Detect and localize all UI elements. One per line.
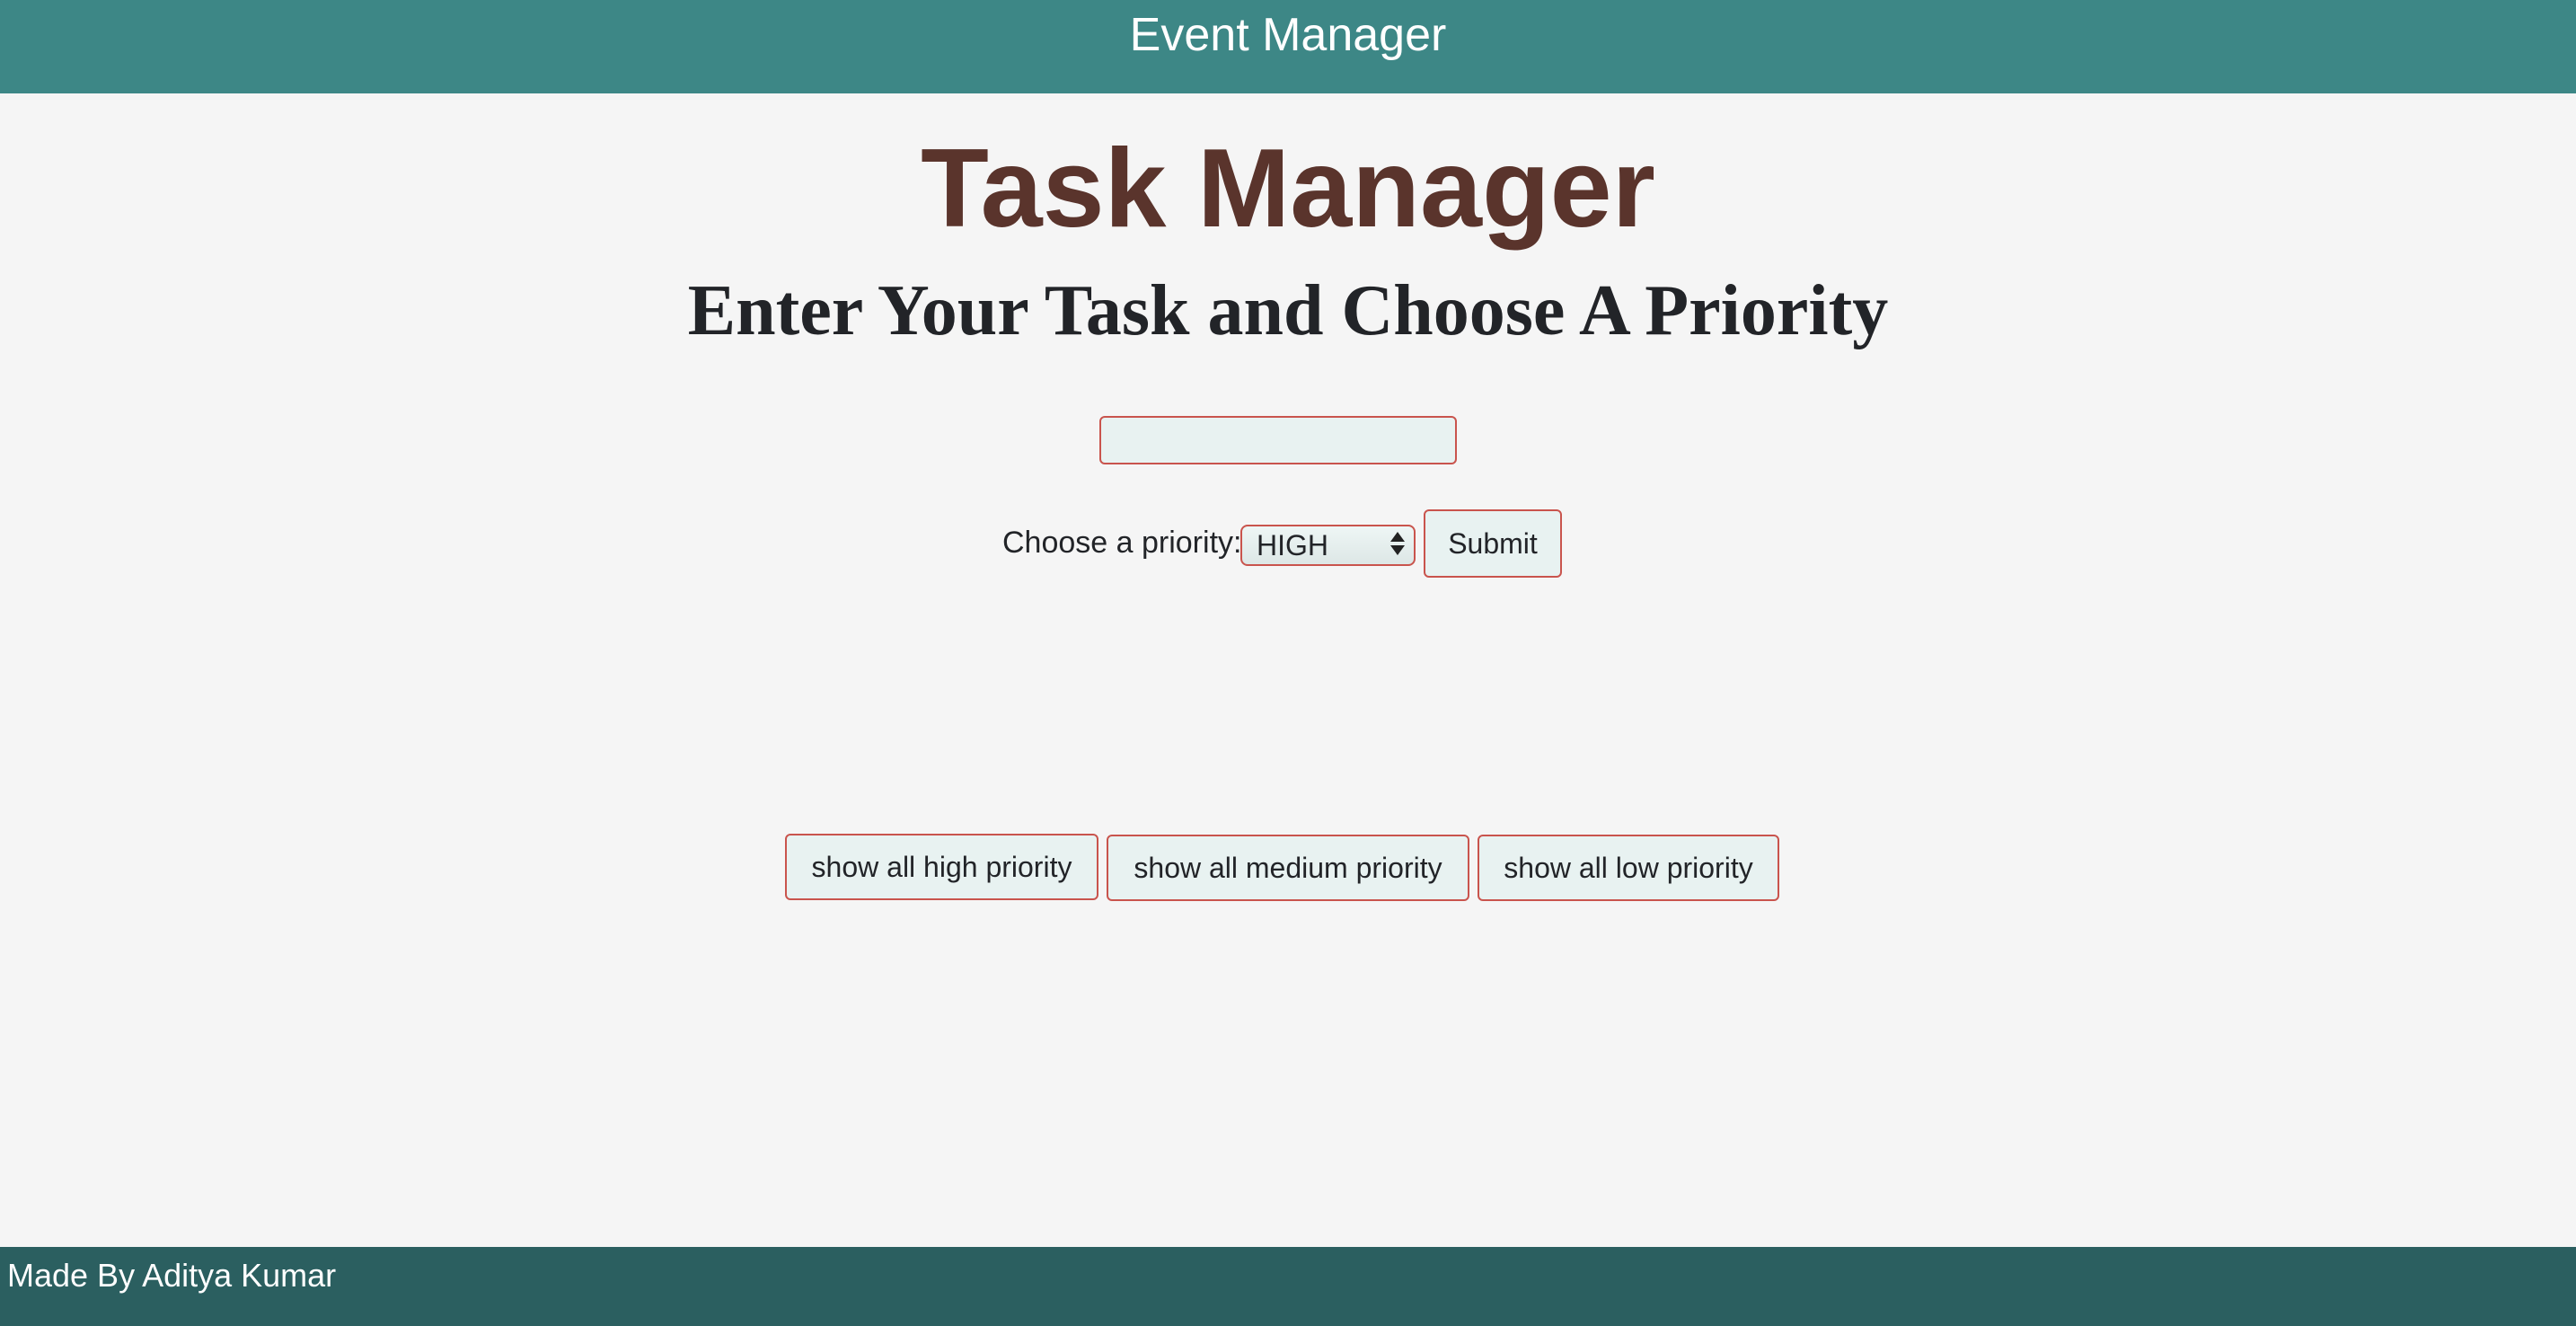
show-low-priority-button[interactable]: show all low priority [1478,835,1779,901]
app-title: Event Manager [1129,9,1447,61]
priority-select[interactable]: HIGH [1240,525,1416,566]
page-subtitle: Enter Your Task and Choose A Priority [687,271,1889,350]
show-medium-priority-button[interactable]: show all medium priority [1107,835,1469,901]
app-header: Event Manager [0,0,2576,93]
app-footer: Made By Aditya Kumar [0,1247,2576,1326]
submit-button[interactable]: Submit [1424,509,1562,578]
task-input[interactable] [1099,416,1457,464]
footer-credit: Made By Aditya Kumar [7,1257,337,1294]
chevron-up-down-icon [1390,532,1405,555]
priority-select-value: HIGH [1257,528,1328,561]
priority-label: Choose a priority: [1002,526,1242,560]
page-title: Task Manager [921,127,1655,251]
show-high-priority-button[interactable]: show all high priority [785,834,1098,900]
